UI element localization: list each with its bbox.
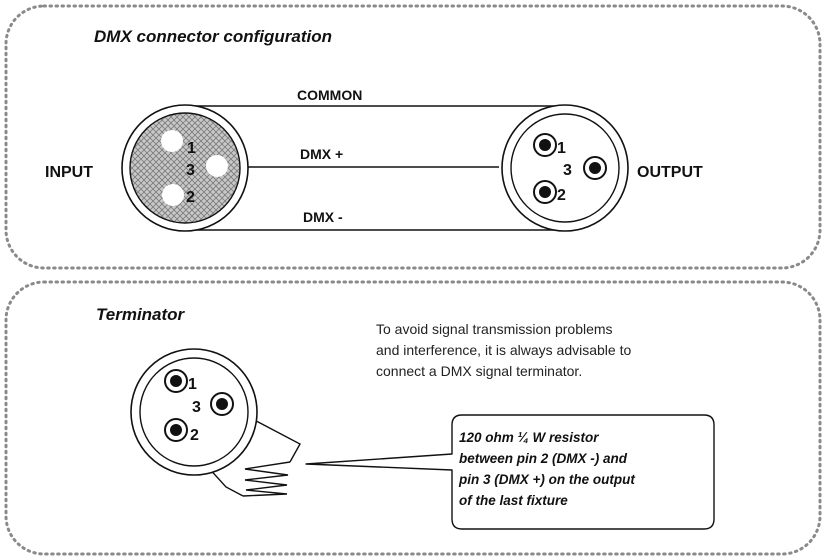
output-pin-1 (533, 133, 557, 157)
input-pin-3-socket (206, 155, 228, 177)
terminator-pin-2 (164, 418, 188, 442)
terminator-pin-1 (164, 369, 188, 393)
input-pin-3-label: 3 (186, 162, 195, 179)
input-connector-face (129, 112, 241, 224)
input-pin-1-label: 1 (187, 140, 196, 157)
input-pin-1-socket (161, 130, 183, 152)
callout-bubble (305, 414, 715, 530)
resistor-zigzag (242, 461, 291, 497)
wire-plus-label: DMX + (300, 146, 343, 162)
output-pin-1-label: 1 (557, 140, 566, 157)
wire-common-label: COMMON (297, 87, 362, 103)
terminator-pin-1-label: 1 (188, 376, 197, 393)
output-label: OUTPUT (637, 164, 703, 181)
terminator-pin-2-label: 2 (190, 427, 199, 444)
terminator-pin-3-label: 3 (192, 399, 201, 416)
callout-line-2: between pin 2 (DMX -) and (459, 451, 628, 466)
output-pin-3-label: 3 (563, 162, 572, 179)
bottom-panel-title: Terminator (96, 305, 186, 324)
output-pin-3 (583, 156, 607, 180)
input-pin-2-socket (162, 184, 184, 206)
input-label: INPUT (45, 164, 93, 181)
output-connector: 1 3 2 (501, 104, 629, 232)
output-pin-2-label: 2 (557, 187, 566, 204)
callout-line-3: pin 3 (DMX +) on the output (458, 472, 635, 487)
note-line-2: and interference, it is always advisable… (376, 342, 631, 358)
input-connector: 1 3 2 (121, 104, 249, 232)
top-panel-title: DMX connector configuration (94, 27, 332, 46)
input-pin-2-label: 2 (186, 189, 195, 206)
note-line-1: To avoid signal transmission problems (376, 321, 613, 337)
terminator-pin-3 (210, 392, 234, 416)
terminator-connector: 1 3 2 (130, 348, 258, 476)
callout-line-4: of the last fixture (459, 493, 568, 508)
wire-minus-label: DMX - (303, 209, 343, 225)
output-pin-2 (533, 180, 557, 204)
top-panel-border (4, 4, 822, 270)
bottom-panel-border (4, 280, 822, 556)
callout-line-1: 120 ohm ¼ W resistor (459, 430, 599, 445)
note-line-3: connect a DMX signal terminator. (376, 363, 582, 379)
